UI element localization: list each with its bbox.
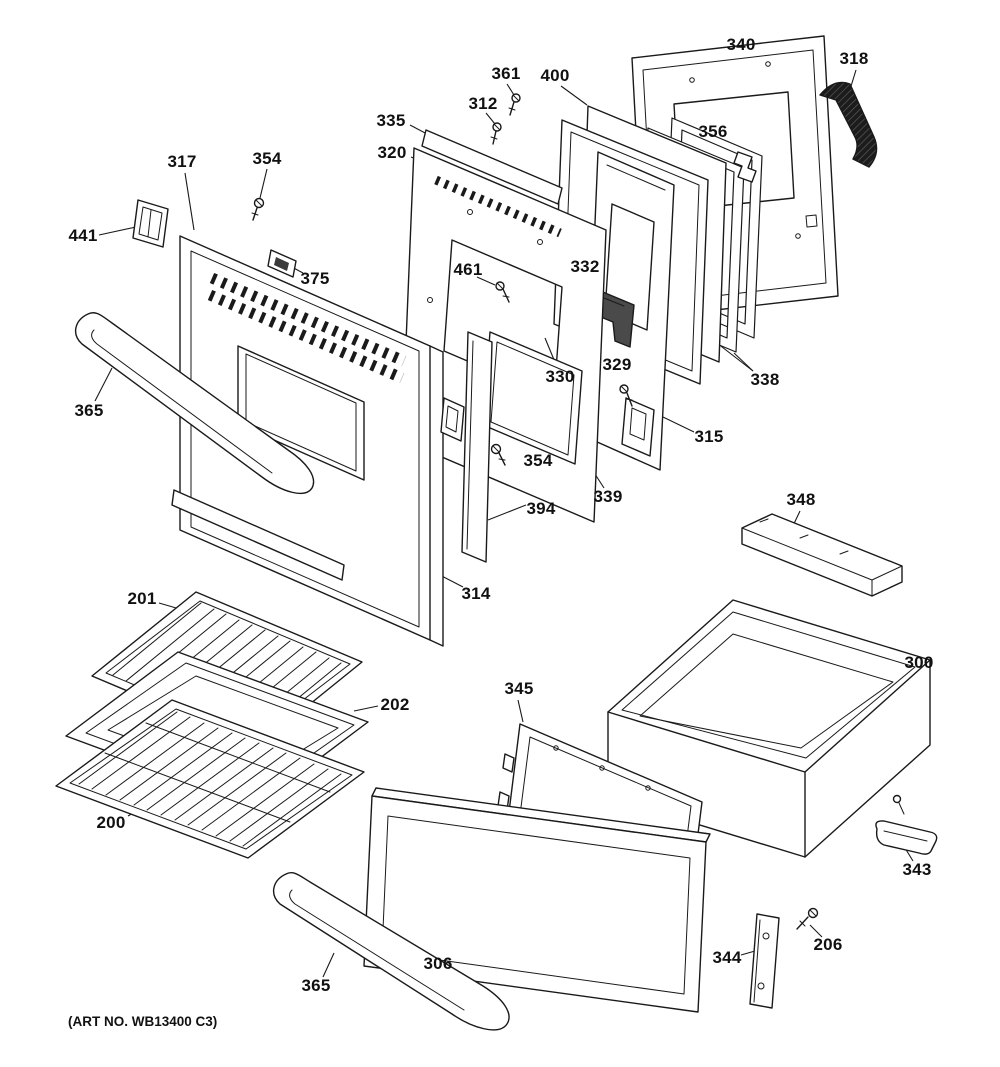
part-label-365-top: 365 [74,401,104,420]
part-label-312: 312 [468,94,498,113]
art-number-text: (ART NO. WB13400 C3) [68,1014,218,1029]
bracket-344 [749,913,780,1009]
part-label-202: 202 [380,695,410,714]
part-label-344: 344 [712,948,742,967]
door-handle-365-top [74,312,315,495]
part-label-394: 394 [526,499,556,518]
part-label-330: 330 [545,367,575,386]
side-trim-394 [461,331,493,563]
part-label-461: 461 [453,260,483,279]
part-label-375: 375 [300,269,330,288]
part-label-335: 335 [376,111,406,130]
part-label-318: 318 [839,49,869,68]
oven-rack-200 [55,699,365,859]
part-label-329: 329 [602,355,632,374]
part-label-300: 300 [904,653,934,672]
screw-354-b [490,443,506,466]
screw-461 [495,281,510,303]
clip-356 [733,151,757,183]
screw-354-a [251,197,265,221]
bracket-375 [267,249,297,278]
part-label-317: 317 [167,152,197,171]
part-label-306: 306 [423,954,453,973]
part-label-354-b: 354 [523,451,553,470]
screw-329 [619,384,633,407]
rail-348 [741,513,903,597]
screw-206 [796,907,819,930]
part-441 [132,199,169,248]
drawer-front-306 [363,787,711,1013]
part-label-340: 340 [726,35,756,54]
drawer-handle-365-bottom [272,872,510,1031]
part-label-201: 201 [127,589,157,608]
part-label-315: 315 [694,427,724,446]
gasket-318 [819,81,878,168]
part-label-345: 345 [504,679,534,698]
part-label-400: 400 [540,66,570,85]
part-label-356: 356 [698,122,728,141]
part-label-348: 348 [786,490,816,509]
part-label-361: 361 [491,64,521,83]
outer-door-panel-317 [171,235,465,647]
part-label-339: 339 [593,487,623,506]
part-label-365-bottom: 365 [301,976,331,995]
part-label-206: 206 [813,935,843,954]
screw-312 [490,122,502,145]
part-label-314: 314 [461,584,491,603]
part-343 [875,794,938,855]
part-label-441: 441 [68,226,98,245]
part-label-332: 332 [570,257,600,276]
part-label-354-a: 354 [252,149,282,168]
part-label-338: 338 [750,370,780,389]
screw-361 [508,93,521,116]
part-label-320: 320 [377,143,407,162]
part-label-200: 200 [96,813,126,832]
part-label-343: 343 [902,860,932,879]
